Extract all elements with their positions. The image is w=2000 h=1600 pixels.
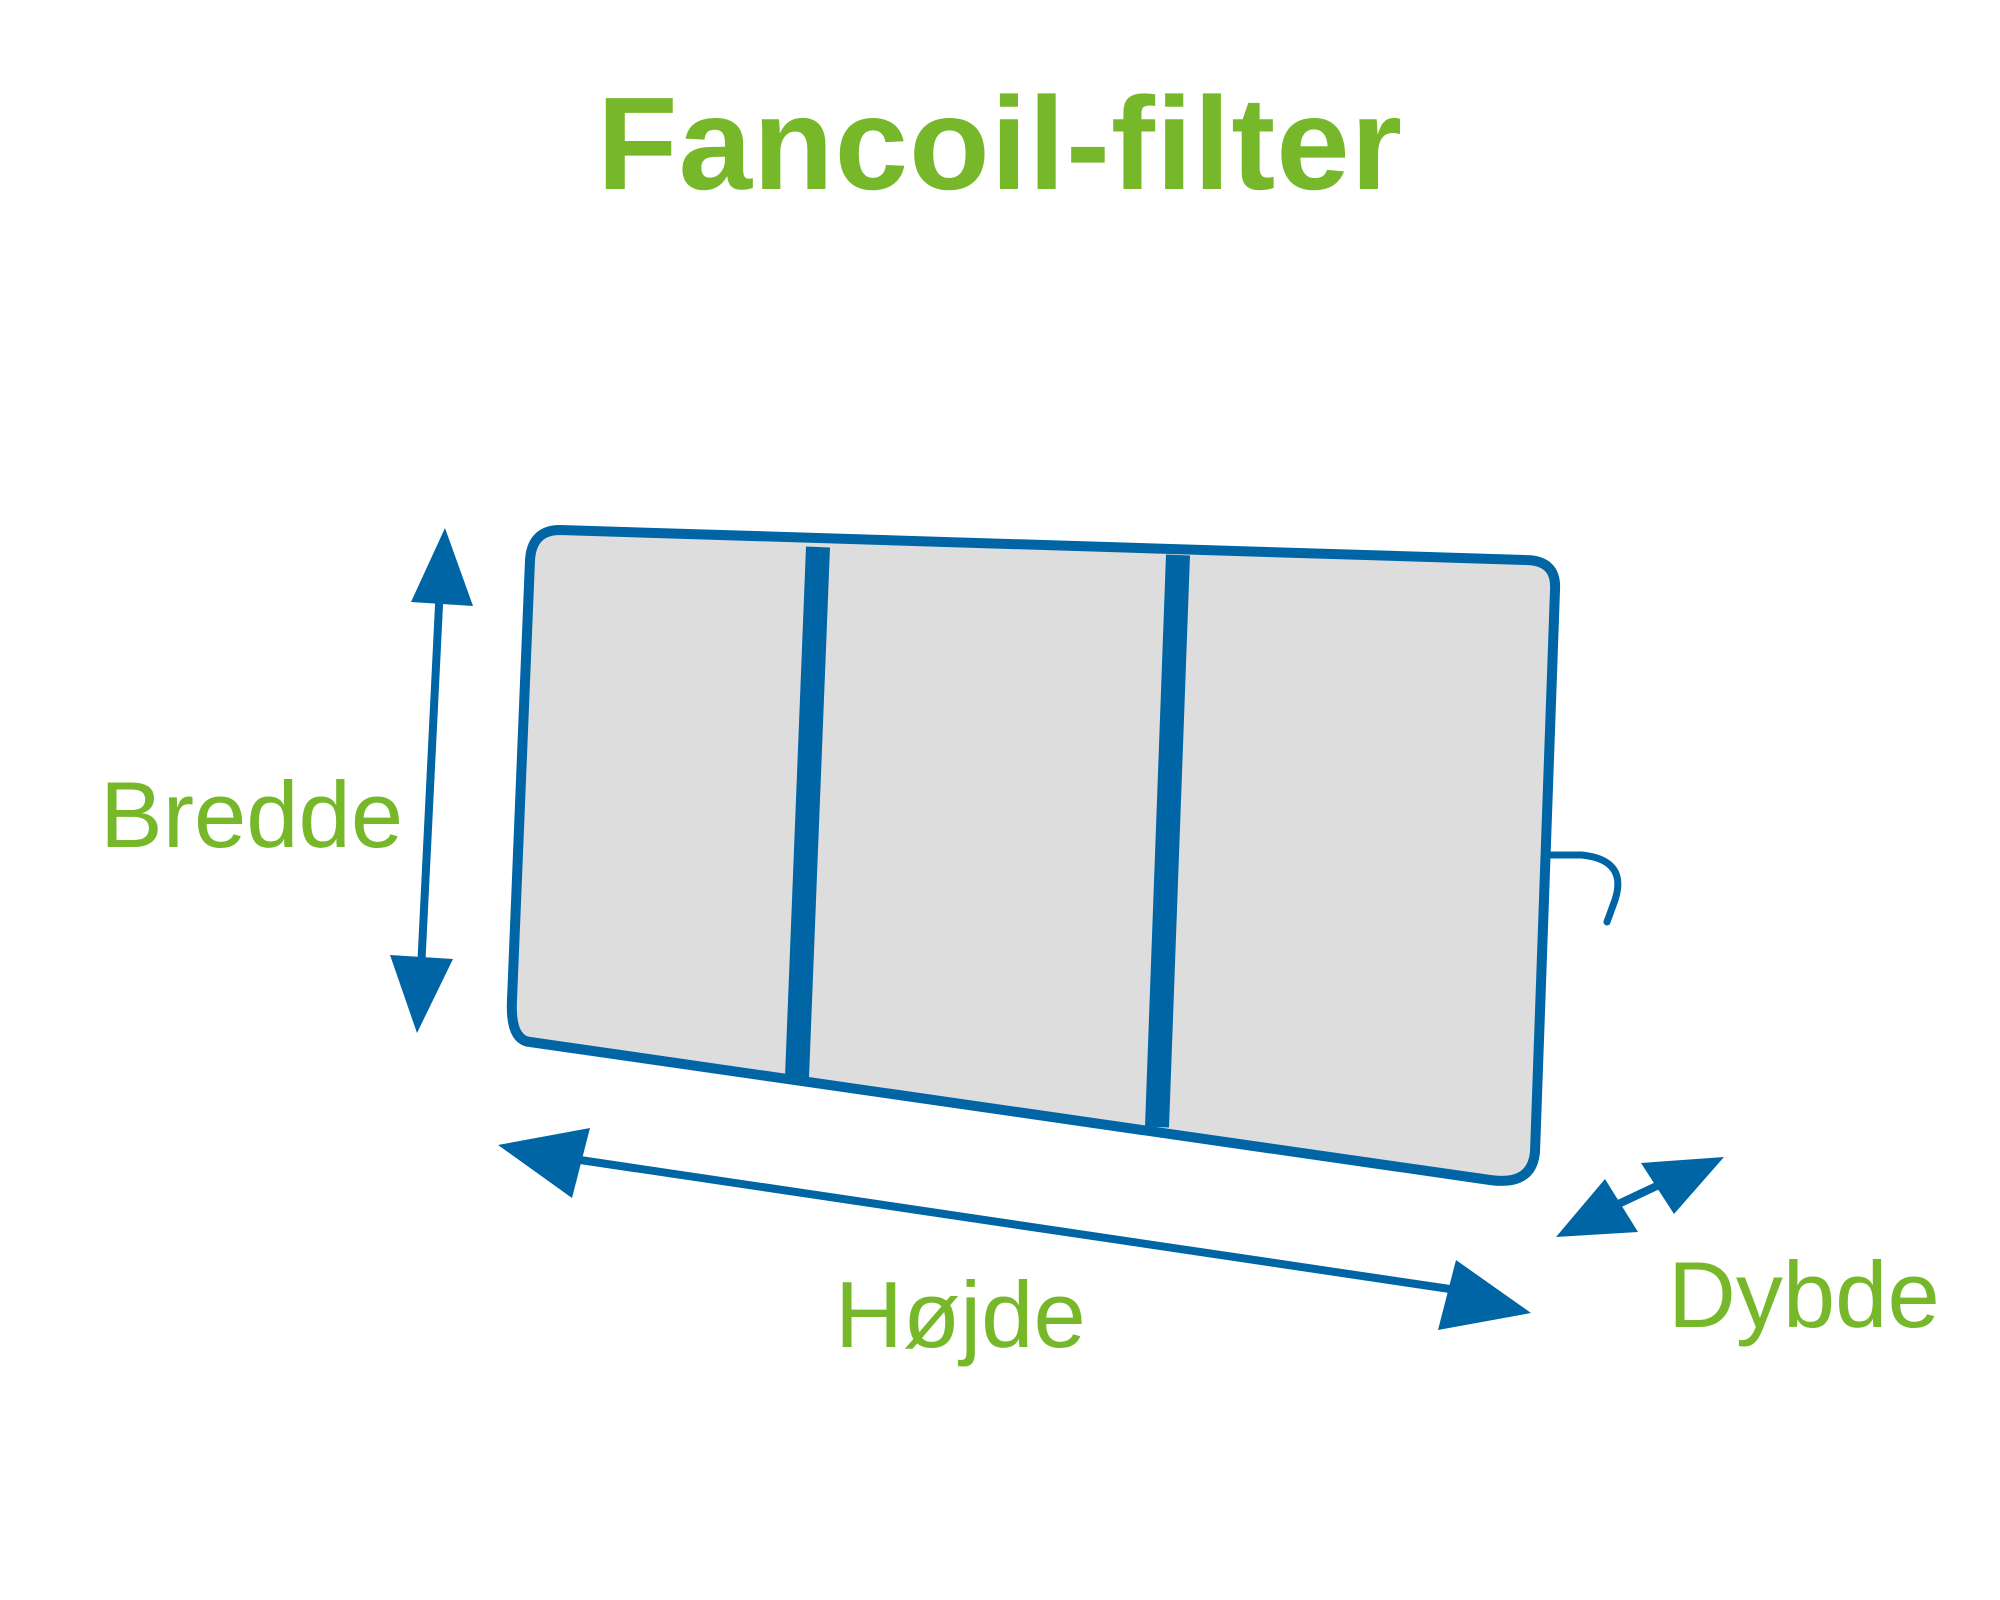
panel-divider-1 xyxy=(785,546,830,1078)
height-dimension-arrow xyxy=(498,1128,1531,1330)
width-dimension-arrow xyxy=(390,528,473,1033)
depth-dimension-arrow xyxy=(1556,1157,1724,1237)
pull-tab xyxy=(1547,851,1622,926)
panel-divider-2 xyxy=(1145,554,1190,1128)
height-label: Højde xyxy=(835,1262,1086,1367)
filter-frame xyxy=(506,525,1561,1186)
diagram-title: Fancoil-filter xyxy=(596,70,1404,217)
depth-label: Dybde xyxy=(1668,1242,1940,1347)
width-label: Bredde xyxy=(100,762,404,867)
